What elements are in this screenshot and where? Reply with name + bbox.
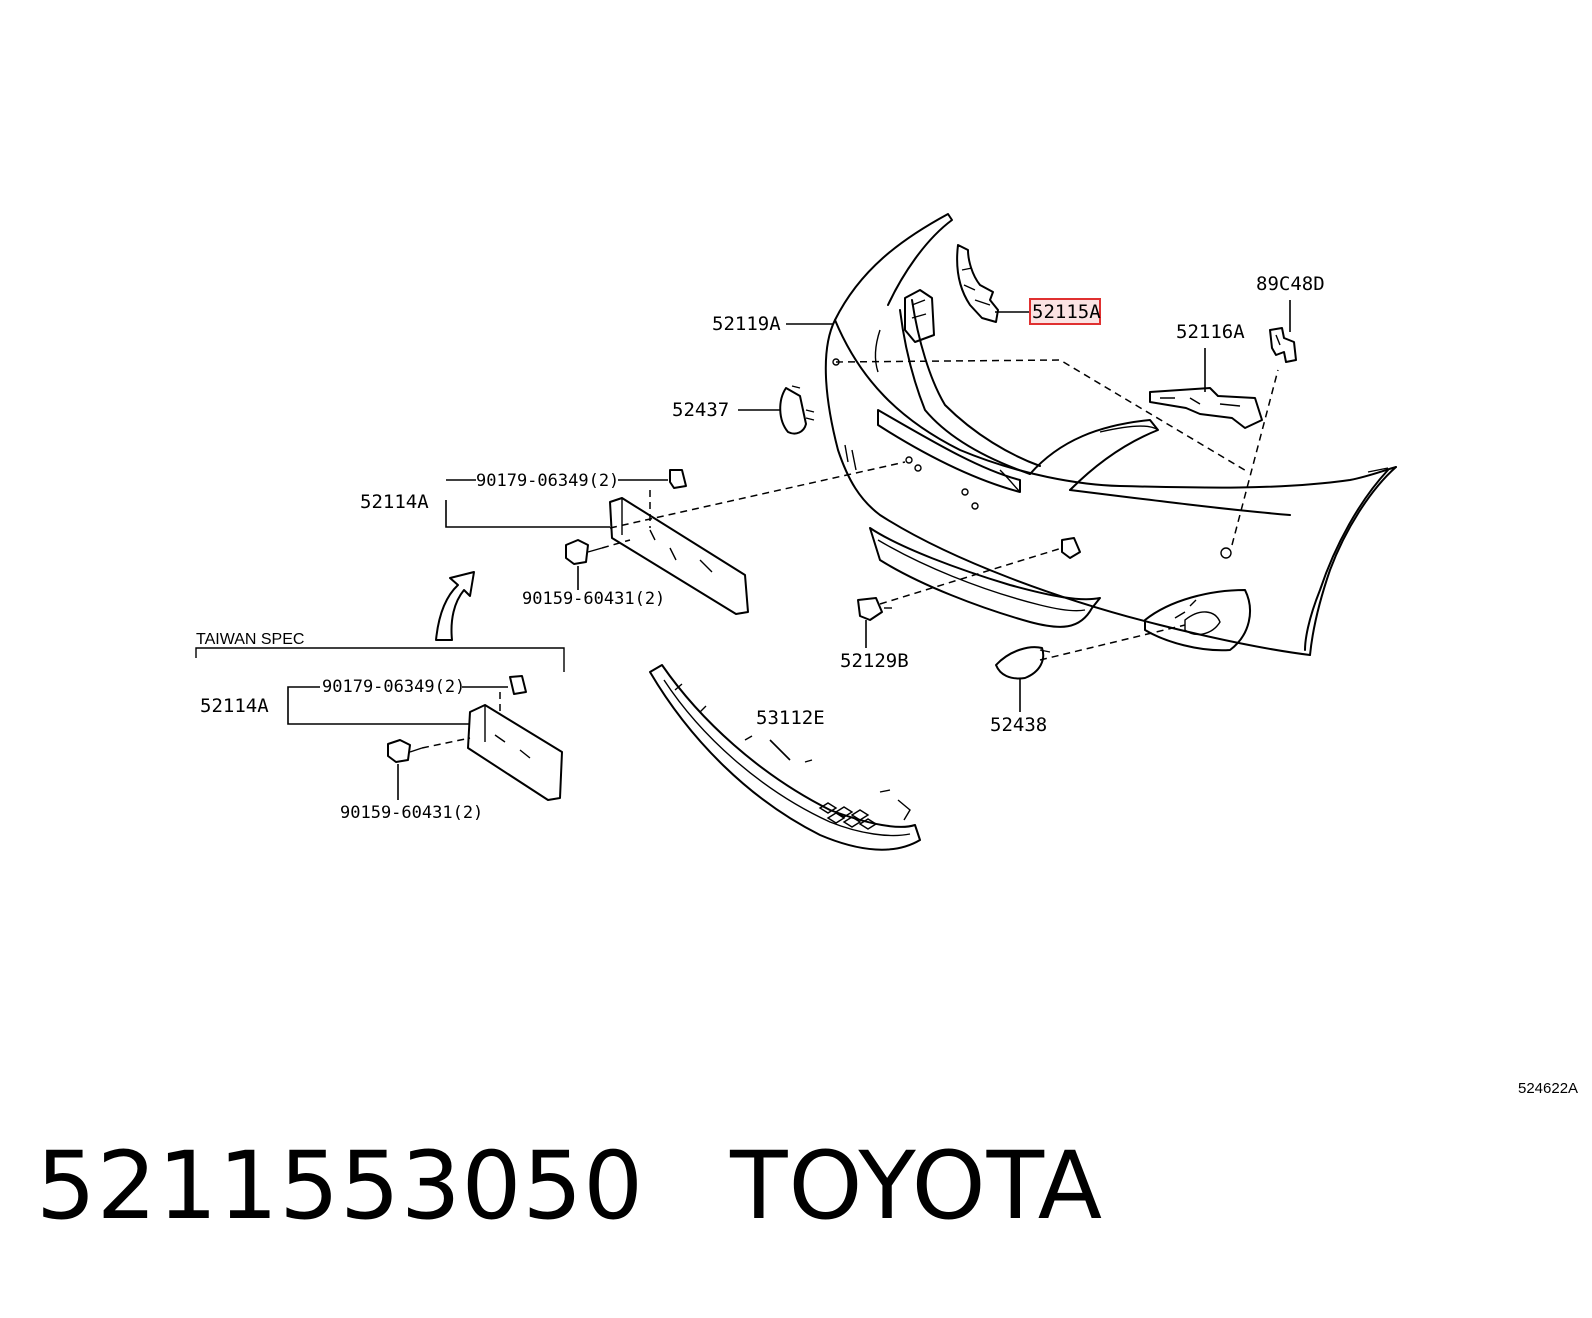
washer-cover-right-drawing [995,646,1051,680]
label-52116A: 52116A [1176,321,1245,343]
label-52114A: 52114A [360,491,429,513]
label-taiwan-bolt: 90159-60431(2) [340,803,483,823]
label-bolt: 90159-60431(2) [522,589,665,609]
retainer-bracket-drawing [956,244,999,323]
leader-lines [287,300,1291,800]
label-clip-upper: 90179-06349(2) [476,471,619,491]
brand-name: TOYOTA [730,1132,1104,1241]
alignment-lines [421,359,1279,749]
label-taiwan-clip: 90179-06349(2) [322,677,465,697]
label-89C48D: 89C48D [1256,273,1325,295]
label-taiwan-52114A: 52114A [200,695,269,717]
tow-hook-cap-drawing [857,537,1081,621]
part-number: 5211553050 [36,1132,645,1241]
taiwan-spec-drawing [195,647,565,801]
highlight-box [1029,298,1101,325]
bumper-cover-drawing [824,213,1397,656]
taiwan-spec-title: TAIWAN SPEC [196,631,304,648]
label-53112E: 53112E [756,707,825,729]
figure-reference: 524622A [1518,1080,1578,1097]
label-52119A: 52119A [712,313,781,335]
license-bracket-drawing [565,469,749,615]
label-52437: 52437 [672,399,729,421]
lower-grille-drawing [649,664,921,851]
label-52115A: 52115A [1032,301,1101,323]
washer-cover-left-drawing [779,385,815,435]
label-52438: 52438 [990,714,1047,736]
label-52129B: 52129B [840,650,909,672]
side-support-drawing [1149,387,1263,429]
sensor-bracket-drawing [1269,327,1297,363]
direction-arrow [435,571,475,641]
